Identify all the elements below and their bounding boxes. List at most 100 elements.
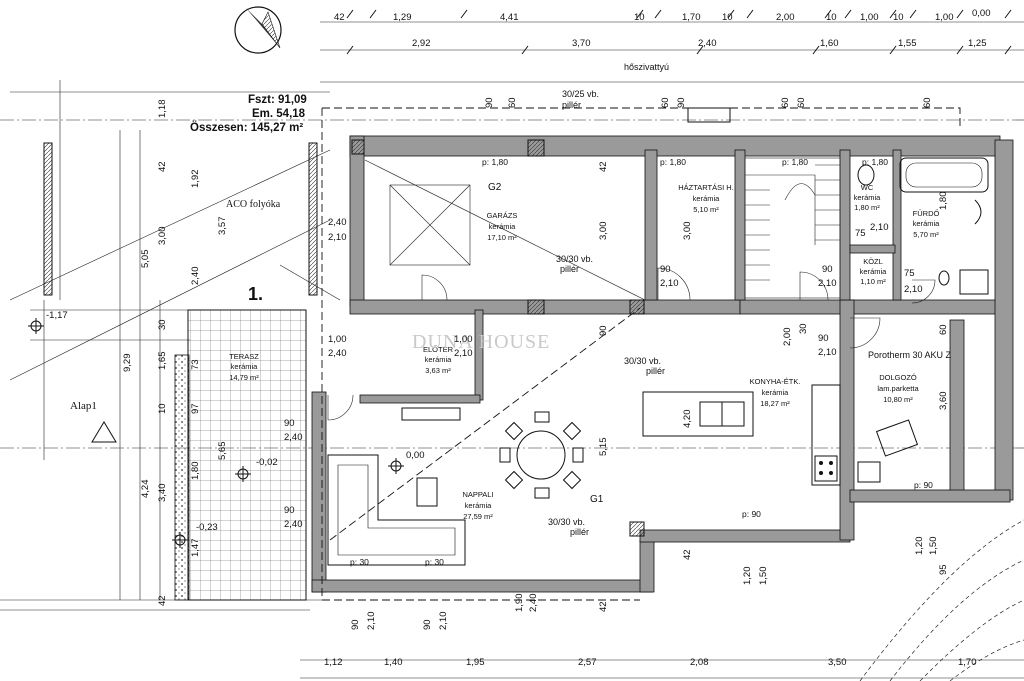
svg-text:TERASZ: TERASZ — [229, 352, 259, 361]
dim-label: 42 — [334, 12, 345, 23]
svg-text:2,10: 2,10 — [870, 222, 889, 233]
terrace-number: 1. — [248, 284, 263, 304]
section-g2: G2 — [488, 182, 502, 193]
wall-type-label: Porotherm 30 AKU Z — [868, 350, 952, 360]
svg-text:30: 30 — [157, 319, 168, 330]
svg-text:90: 90 — [660, 264, 671, 275]
dim-label: 1,25 — [968, 38, 987, 49]
terrace-floor — [187, 309, 307, 601]
svg-text:kerámia: kerámia — [860, 267, 888, 276]
interior-walls — [359, 149, 902, 404]
top-dimension-ticks — [346, 9, 1012, 55]
svg-text:90: 90 — [818, 333, 829, 344]
bottom-dimension-lines — [300, 659, 1024, 679]
dim-label: 10 — [893, 12, 904, 23]
svg-text:5,15: 5,15 — [598, 438, 609, 457]
door-swings — [327, 267, 936, 421]
total-area: Összesen: 145,27 m² — [190, 121, 303, 134]
svg-text:KONYHA-ÉTK.: KONYHA-ÉTK. — [750, 377, 801, 386]
dim-label: 1,55 — [898, 38, 917, 49]
svg-text:3,00: 3,00 — [598, 222, 609, 241]
aco-label: ACO folyóka — [226, 199, 281, 210]
garage-void — [364, 159, 646, 301]
svg-text:p: 90: p: 90 — [742, 509, 761, 519]
svg-text:60: 60 — [660, 97, 671, 108]
svg-text:p: 1,80: p: 1,80 — [660, 157, 686, 167]
svg-text:2,40: 2,40 — [190, 267, 201, 286]
bathtub-icon — [899, 157, 989, 193]
svg-text:42: 42 — [682, 549, 693, 560]
ground-floor-area: Fszt: 91,09 — [248, 94, 307, 106]
dim-label: 0,00 — [972, 8, 991, 19]
dim-label: 1,00 — [935, 12, 954, 23]
dim-label: 2,92 — [412, 38, 431, 49]
dim-label: 1,95 — [466, 657, 485, 668]
svg-text:4,20: 4,20 — [682, 410, 693, 429]
upper-floor-area: Em. 54,18 — [252, 108, 306, 120]
svg-text:2,10: 2,10 — [366, 612, 377, 631]
svg-text:75: 75 — [855, 228, 866, 239]
svg-text:4,24: 4,24 — [140, 480, 151, 499]
svg-text:18,27 m²: 18,27 m² — [760, 399, 790, 408]
svg-text:1,20: 1,20 — [914, 537, 925, 556]
sink-icon — [959, 199, 989, 295]
room-utility: HÁZTARTÁSI H. kerámia 5,10 m² — [678, 183, 734, 214]
svg-text:90: 90 — [598, 325, 609, 336]
svg-text:5,05: 5,05 — [140, 250, 151, 269]
svg-text:2,40: 2,40 — [528, 594, 539, 613]
dim-label: 3,70 — [572, 38, 591, 49]
north-arrow-icon — [234, 6, 282, 54]
svg-text:5,10 m²: 5,10 m² — [693, 205, 719, 214]
svg-text:1,80: 1,80 — [938, 192, 949, 211]
svg-text:p: 1,80: p: 1,80 — [862, 157, 888, 167]
svg-text:2,10: 2,10 — [660, 278, 679, 289]
svg-text:2,40: 2,40 — [328, 217, 347, 228]
svg-text:HÁZTARTÁSI H.: HÁZTARTÁSI H. — [678, 183, 734, 192]
svg-text:2,10: 2,10 — [454, 348, 473, 359]
sofa-icon — [327, 454, 466, 566]
svg-text:60: 60 — [780, 97, 791, 108]
section-triangle-icon — [91, 421, 117, 443]
annotations: hőszivattyú ACO folyóka 30/25 vb. pillér… — [70, 62, 952, 537]
svg-text:kerámia: kerámia — [693, 194, 721, 203]
level-marks: -1,17 -0,02 0,00 -0,23 — [46, 310, 425, 533]
svg-text:90: 90 — [284, 418, 295, 429]
svg-text:73: 73 — [190, 359, 201, 370]
dim-label: 1,70 — [958, 657, 977, 668]
svg-text:3,57: 3,57 — [217, 217, 228, 236]
dim-label: 1,00 — [860, 12, 879, 23]
svg-text:75: 75 — [904, 268, 915, 279]
door-dims: 2,40 2,10 1,00 2,40 1,00 2,10 90 2,40 90… — [284, 217, 923, 530]
svg-text:3,40: 3,40 — [157, 484, 168, 503]
svg-text:97: 97 — [190, 403, 201, 414]
svg-text:-0,23: -0,23 — [196, 522, 218, 533]
svg-text:0,00: 0,00 — [406, 450, 425, 461]
svg-text:p: 30: p: 30 — [350, 557, 369, 567]
pillar-label: pillér — [570, 527, 589, 537]
svg-text:2,10: 2,10 — [328, 232, 347, 243]
upper-floor-outline — [321, 107, 961, 601]
staircase — [744, 157, 841, 299]
svg-text:1,80 m²: 1,80 m² — [854, 203, 880, 212]
svg-text:5,70 m²: 5,70 m² — [913, 230, 939, 239]
svg-text:90: 90 — [822, 264, 833, 275]
svg-text:2,40: 2,40 — [284, 432, 303, 443]
svg-text:WC: WC — [861, 183, 874, 192]
svg-text:FÜRDŐ: FÜRDŐ — [913, 209, 940, 218]
entrance-mat — [401, 407, 461, 421]
svg-text:NAPPALI: NAPPALI — [462, 490, 493, 499]
pillar-label: pillér — [646, 366, 665, 376]
svg-text:1,65: 1,65 — [157, 352, 168, 371]
svg-text:5,65: 5,65 — [217, 442, 228, 461]
svg-text:17,10 m²: 17,10 m² — [487, 233, 517, 242]
svg-text:1,50: 1,50 — [928, 537, 939, 556]
svg-text:2,40: 2,40 — [284, 519, 303, 530]
pillar-label: pillér — [560, 264, 579, 274]
svg-text:14,79 m²: 14,79 m² — [229, 373, 259, 382]
svg-text:kerámia: kerámia — [762, 388, 790, 397]
svg-text:2,00: 2,00 — [782, 328, 793, 347]
